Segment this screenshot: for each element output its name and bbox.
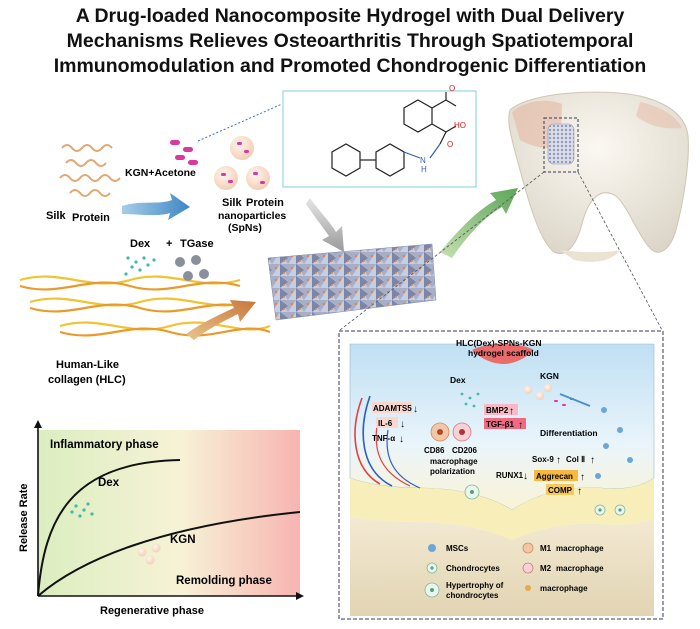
remolding-phase-label: Remolding phase (176, 575, 272, 587)
chart-dex-label: Dex (98, 477, 120, 489)
differentiation-label: Differentiation (540, 428, 598, 438)
release-rate-axis-label: Release Rate (18, 484, 30, 553)
mech-dex-label: Dex (450, 375, 466, 385)
spn-protein-label: Protein (246, 197, 284, 209)
aggrecan-arrow: ↑ (580, 472, 585, 483)
mol-h: H (421, 165, 427, 174)
regenerative-phase-label: Regenerative phase (100, 605, 204, 617)
tgfb1-arrow: ↑ (518, 420, 523, 431)
runx1-label: RUNX1 (496, 471, 524, 480)
scaffold-label-line2: hydrogel scaffold (468, 348, 539, 358)
comp-label: COMP (548, 486, 573, 495)
bmp2-label: BMP2 (486, 406, 509, 415)
tgfb1-bg (484, 418, 526, 429)
release-rate-chart (34, 420, 304, 600)
cd206-label: CD206 (452, 446, 477, 455)
legend-chondrocytes: Chondrocytes (446, 564, 500, 573)
mol-oh: HO (454, 121, 466, 130)
tnfa-arrow: ↓ (399, 434, 404, 445)
spn-nanoparticle-icons (214, 136, 270, 190)
dex-label: Dex (130, 238, 151, 250)
title-line-1: A Drug-loaded Nanocomposite Hydrogel wit… (75, 5, 625, 27)
dex-dots (124, 256, 156, 276)
scaffold-label-line1: HLC(Dex)-SPNs-KGN (456, 338, 541, 348)
tgfb1-label: TGF-β1 (486, 420, 515, 429)
cd86-label: CD86 (424, 446, 445, 455)
protein-label: Protein (72, 212, 110, 224)
grey-arrow-icon (306, 198, 344, 252)
blue-arrow-icon (122, 193, 190, 220)
col2-arrow: ↑ (590, 455, 595, 466)
sox9-label: Sox-9 (532, 455, 554, 464)
adamts5-bg (372, 402, 412, 413)
kgn-acetone-label: KGN+Acetone (125, 167, 196, 179)
mol-o-mid: O (447, 140, 453, 149)
mech-kgn-label: KGN (540, 371, 559, 381)
inflammatory-phase-label: Inflammatory phase (50, 439, 159, 451)
mol-o-top: O (449, 84, 455, 93)
sox9-arrow: ↑ (556, 455, 561, 466)
il6-arrow: ↓ (400, 419, 405, 430)
mech-kgn-particles (524, 384, 574, 406)
legend-m2: M2 (540, 564, 552, 573)
runx1-arrow: ↓ (523, 471, 528, 482)
hydrogel-mesh (267, 243, 437, 321)
orange-arrow-icon (186, 300, 256, 340)
title-line-3: Immunomodulation and Promoted Chondrogen… (53, 55, 647, 77)
joint-cavity (349, 343, 655, 616)
kgn-pill-icons (170, 140, 198, 165)
plus-label: + (166, 238, 172, 250)
spn-silk-label: Silk (222, 197, 242, 209)
hlc-helix (19, 275, 271, 337)
silk-fibers (59, 144, 121, 197)
hlc-label-line1: Human-Like (56, 359, 119, 371)
tgase-label: TGase (180, 238, 214, 250)
green-arrow-icon (440, 188, 518, 258)
chondrocyte-icons (464, 484, 626, 516)
title-line-2: Mechanisms Relieves Osteoarthritis Throu… (66, 30, 634, 52)
comp-bg (546, 484, 574, 495)
spn-abbr-label: (SpNs) (228, 222, 262, 234)
polarization-label: polarization (430, 467, 475, 476)
il6-label: IL-6 (378, 419, 393, 428)
msc-cell-icons (595, 407, 633, 479)
aggrecan-label: Aggrecan (536, 472, 573, 481)
bmp2-bg (484, 404, 518, 415)
zoom-guide-left (339, 171, 545, 331)
col2-label: Col Ⅱ (566, 455, 585, 464)
chart-kgn-label: KGN (170, 534, 196, 546)
aggrecan-bg (534, 470, 578, 481)
kgn-to-msc-arrow (559, 393, 591, 407)
macrophage-label: macrophage (430, 457, 478, 466)
spn-nanoparticles-label: nanoparticles (218, 210, 286, 222)
legend-mscs: MSCs (446, 544, 469, 553)
molecule-callout-line (197, 103, 283, 142)
legend (424, 542, 534, 598)
legend-hyper-line2: chondrocytes (446, 591, 499, 600)
legend-macrophage: macrophage (540, 584, 588, 593)
kgn-structure (331, 92, 457, 177)
tgase-cluster-icons (175, 255, 209, 281)
il6-bg (376, 417, 398, 428)
mech-dex-dots (460, 392, 480, 408)
legend-m2-macrophage: macrophage (556, 564, 604, 573)
comp-arrow: ↑ (577, 486, 582, 497)
adamts5-label: ADAMTS5 (373, 404, 412, 413)
adamts5-arrow: ↓ (413, 404, 418, 415)
hydrogel-scaffold-icon (472, 344, 534, 364)
legend-m1: M1 (540, 544, 552, 553)
figure-title: A Drug-loaded Nanocomposite Hydrogel wit… (0, 4, 700, 79)
kgn-molecule-box (282, 90, 477, 188)
silk-label: Silk (46, 210, 66, 222)
legend-m1-macrophage: macrophage (556, 544, 604, 553)
bmp2-arrow: ↑ (509, 406, 514, 417)
knee-joint-image (508, 91, 689, 262)
legend-hyper-line1: Hypertrophy of (446, 581, 504, 590)
hlc-label-line2: collagen (HLC) (48, 374, 126, 386)
tnfa-label: TNF-α (372, 434, 395, 443)
mol-n: N (420, 156, 426, 165)
